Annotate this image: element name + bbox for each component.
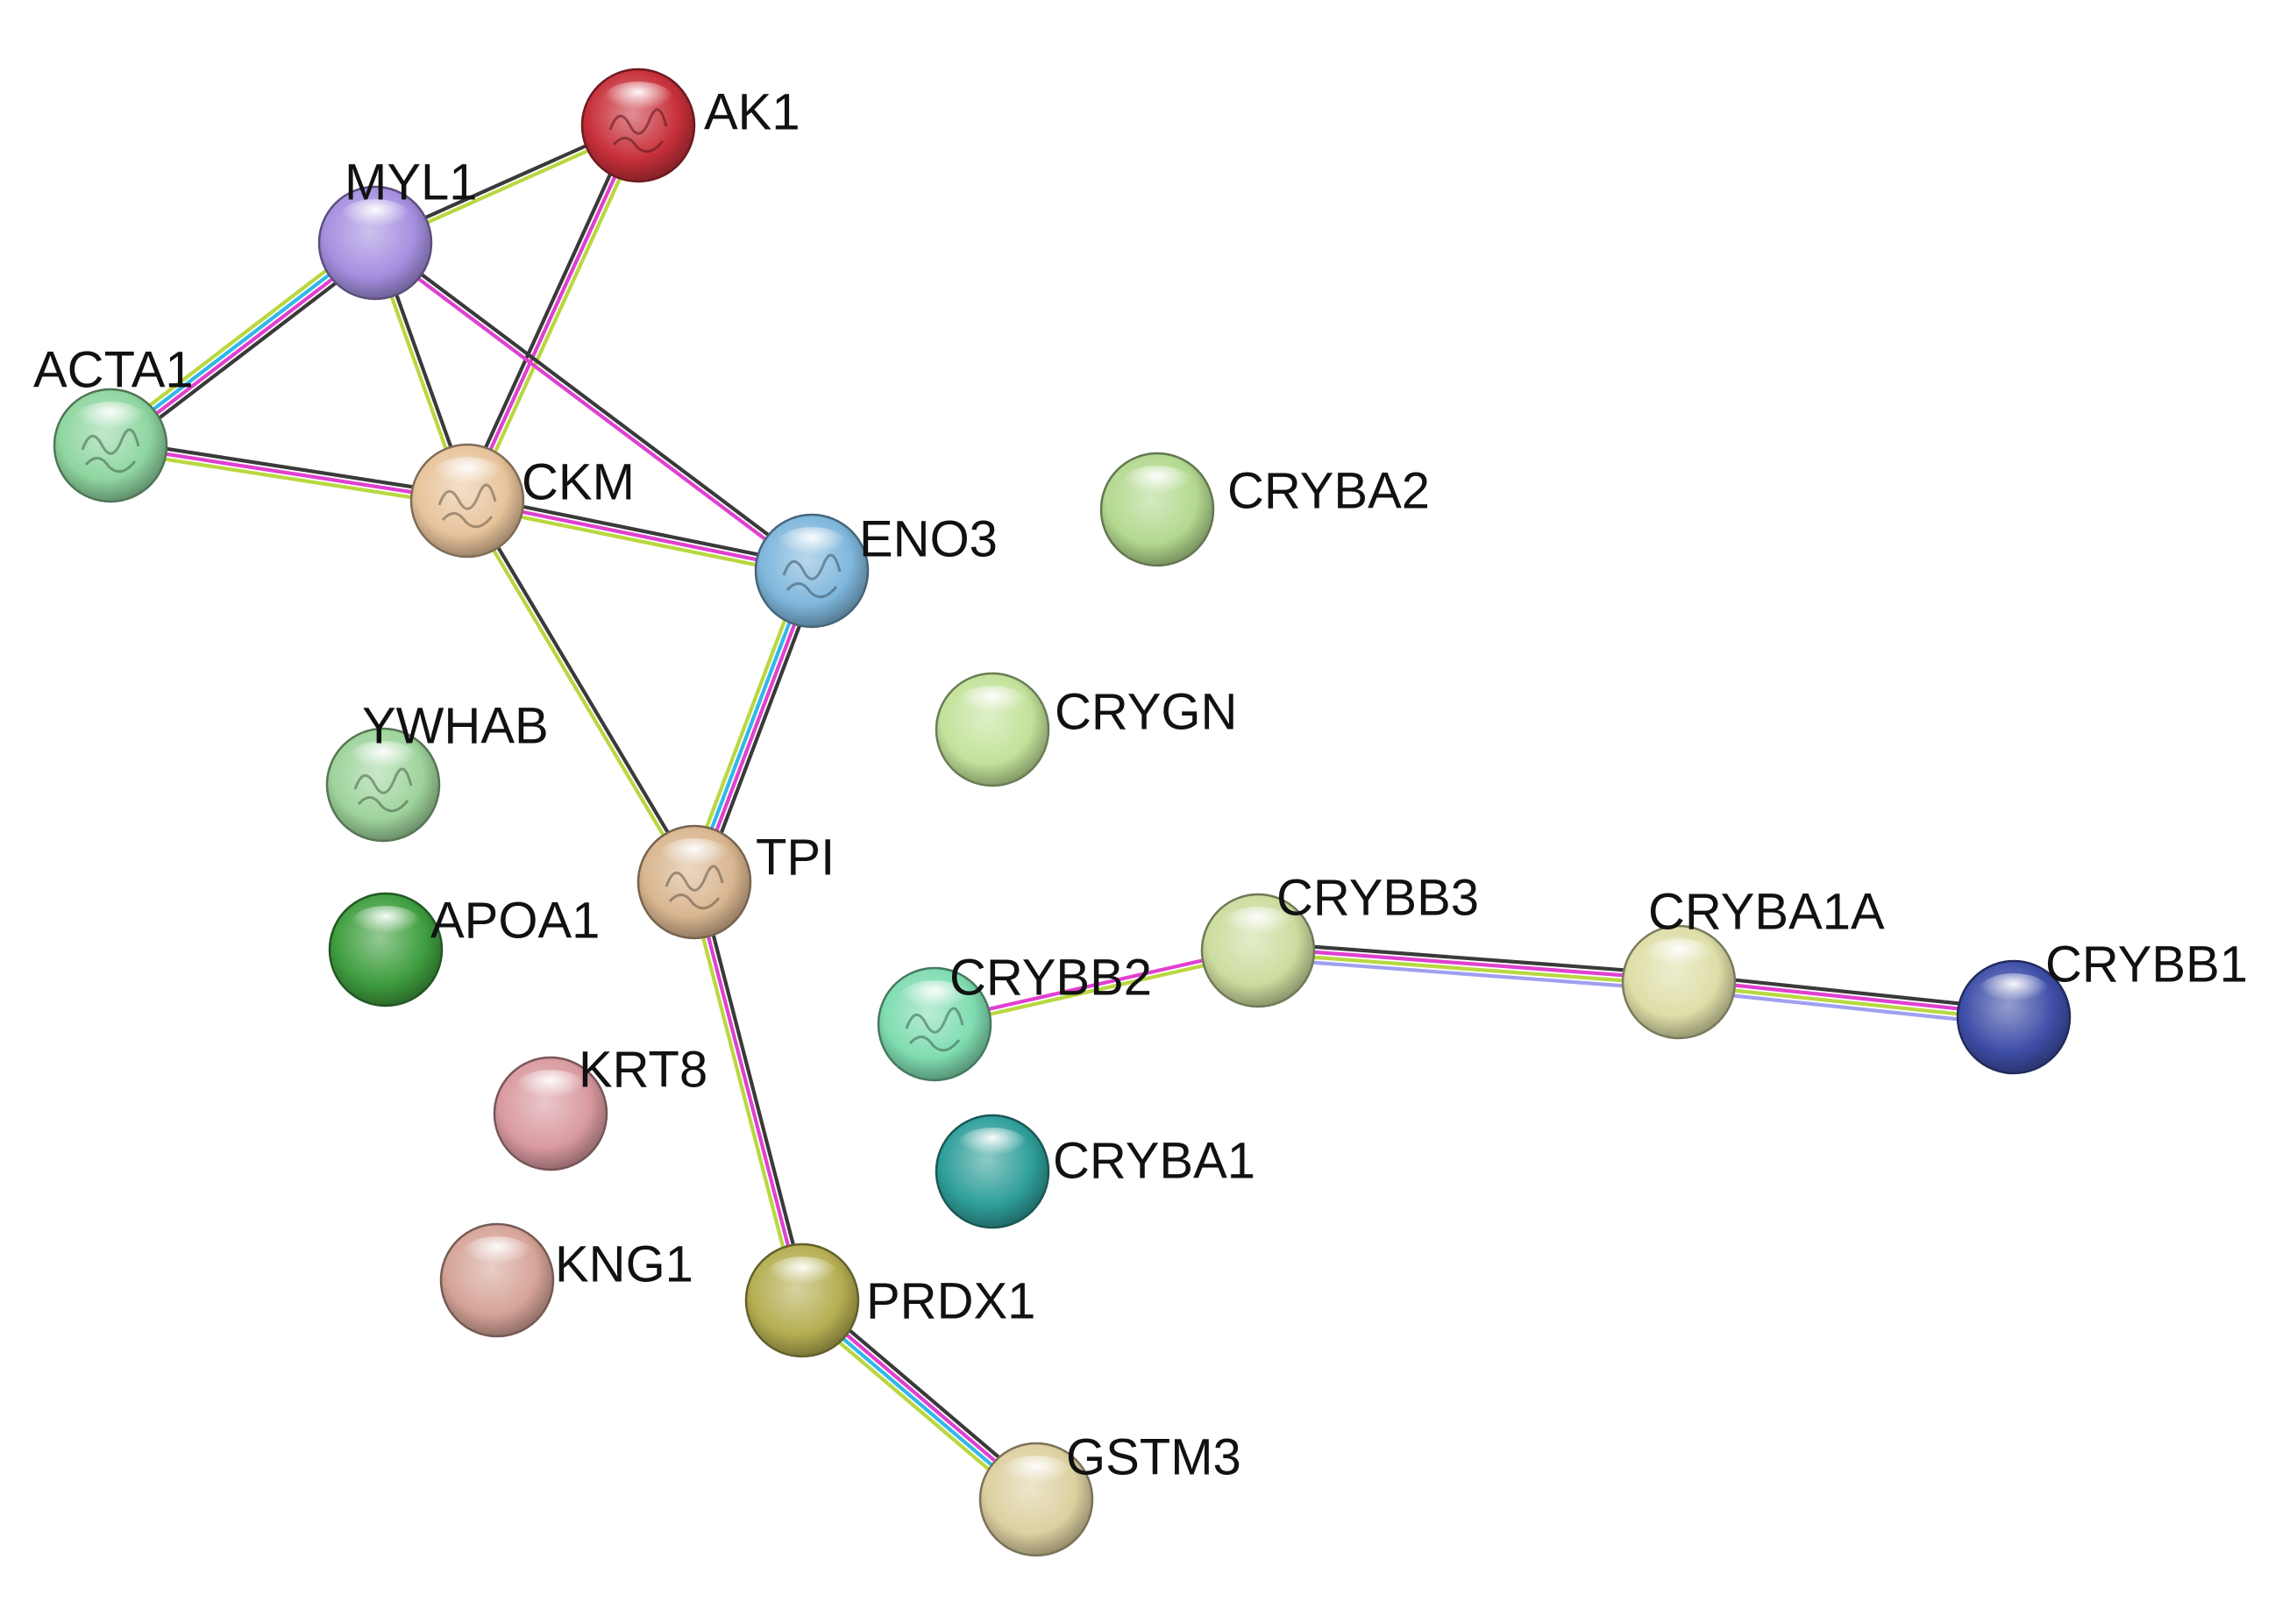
node-crybb3[interactable] bbox=[1200, 893, 1316, 1008]
edge-evidence-black bbox=[697, 879, 809, 1301]
node-highlight bbox=[1001, 1456, 1071, 1491]
node-highlight bbox=[462, 1236, 532, 1271]
edge-evidence-black bbox=[1256, 940, 1681, 977]
node-label-cryba2: CRYBA2 bbox=[1227, 463, 1430, 520]
edge-evidence-magenta bbox=[108, 443, 470, 503]
edge-evidence-magenta bbox=[465, 123, 641, 503]
edge-evidence-yellowgreen bbox=[464, 503, 813, 578]
node-label-ckm: CKM bbox=[522, 454, 635, 511]
node-myl1[interactable] bbox=[317, 185, 433, 301]
edge-ckm-tpi bbox=[463, 497, 699, 886]
node-crybb2[interactable] bbox=[877, 966, 992, 1082]
node-ak1[interactable] bbox=[580, 68, 696, 183]
node-highlight bbox=[1223, 907, 1293, 942]
node-highlight bbox=[515, 1070, 586, 1105]
edge-evidence-black bbox=[466, 494, 815, 568]
node-label-tpi: TPI bbox=[756, 829, 835, 886]
node-label-crybb3: CRYBB3 bbox=[1276, 870, 1479, 927]
node-cryba1[interactable] bbox=[935, 1114, 1050, 1229]
node-cryba1a[interactable] bbox=[1621, 924, 1737, 1040]
node-highlight bbox=[767, 1257, 837, 1292]
node-highlight bbox=[957, 1128, 1027, 1163]
node-label-krt8: KRT8 bbox=[579, 1042, 707, 1099]
node-label-myl1: MYL1 bbox=[345, 154, 478, 211]
node-highlight bbox=[75, 402, 146, 437]
node-crybb1[interactable] bbox=[1956, 959, 2072, 1075]
edge-evidence-magenta bbox=[1256, 945, 1681, 982]
node-label-cryba1: CRYBA1 bbox=[1053, 1133, 1255, 1190]
node-krt8[interactable] bbox=[493, 1056, 608, 1171]
node-label-gstm3: GSTM3 bbox=[1066, 1429, 1241, 1486]
node-gstm3[interactable] bbox=[978, 1442, 1094, 1557]
node-highlight bbox=[1644, 938, 1714, 973]
edge-tpi-prdx1 bbox=[687, 879, 809, 1304]
edge-evidence-lavender bbox=[1255, 956, 1681, 993]
node-label-crybb2: CRYBB2 bbox=[949, 950, 1152, 1007]
edge-evidence-magenta bbox=[372, 243, 813, 575]
node-label-cryba1a: CRYBA1A bbox=[1648, 884, 1885, 941]
edge-evidence-magenta bbox=[465, 498, 814, 573]
node-label-kng1: KNG1 bbox=[555, 1236, 693, 1293]
node-acta1[interactable] bbox=[53, 388, 168, 503]
node-label-ak1: AK1 bbox=[704, 84, 800, 141]
node-highlight bbox=[777, 527, 847, 562]
edge-ckm-eno3 bbox=[464, 494, 815, 578]
edge-crybb3-cryba1a bbox=[1255, 940, 1681, 993]
node-label-prdx1: PRDX1 bbox=[866, 1273, 1035, 1330]
edge-evidence-yellowgreen bbox=[107, 448, 469, 509]
edge-ckm-ak1 bbox=[460, 121, 645, 505]
node-highlight bbox=[1979, 973, 2049, 1008]
node-label-acta1: ACTA1 bbox=[33, 342, 194, 399]
edge-myl1-eno3 bbox=[372, 239, 815, 575]
node-label-crygn: CRYGN bbox=[1055, 684, 1237, 741]
node-apoa1[interactable] bbox=[328, 892, 444, 1007]
edge-evidence-yellowgreen bbox=[687, 881, 800, 1304]
node-highlight bbox=[957, 686, 1027, 721]
node-highlight bbox=[432, 457, 502, 492]
node-label-eno3: ENO3 bbox=[859, 511, 998, 568]
edge-evidence-black bbox=[460, 121, 636, 501]
node-highlight bbox=[1122, 466, 1192, 501]
node-highlight bbox=[340, 199, 410, 234]
node-prdx1[interactable] bbox=[744, 1242, 860, 1358]
node-ckm[interactable] bbox=[409, 443, 525, 559]
node-kng1[interactable] bbox=[439, 1222, 555, 1338]
edge-evidence-black bbox=[109, 438, 471, 498]
edge-evidence-yellowgreen bbox=[463, 500, 694, 886]
node-eno3[interactable] bbox=[754, 513, 870, 629]
node-highlight bbox=[348, 741, 418, 776]
node-highlight bbox=[351, 906, 421, 941]
node-label-crybb1: CRYBB1 bbox=[2045, 936, 2248, 993]
edge-evidence-black bbox=[374, 239, 815, 571]
node-label-ywhab: YWHAB bbox=[362, 698, 549, 755]
node-tpi[interactable] bbox=[636, 824, 752, 940]
node-label-apoa1: APOA1 bbox=[430, 893, 600, 950]
node-highlight bbox=[603, 82, 673, 117]
edge-evidence-yellowgreen bbox=[470, 125, 645, 505]
node-crygn[interactable] bbox=[935, 672, 1050, 787]
node-ywhab[interactable] bbox=[325, 727, 441, 843]
edge-acta1-ckm bbox=[107, 438, 471, 509]
edge-evidence-black bbox=[467, 497, 699, 883]
edge-evidence-yellowgreen bbox=[1255, 951, 1681, 987]
edge-evidence-magenta bbox=[692, 879, 805, 1303]
node-highlight bbox=[659, 838, 729, 873]
node-cryba2[interactable] bbox=[1099, 452, 1215, 567]
node-highlight bbox=[899, 980, 970, 1015]
nodes-layer bbox=[53, 68, 2072, 1557]
